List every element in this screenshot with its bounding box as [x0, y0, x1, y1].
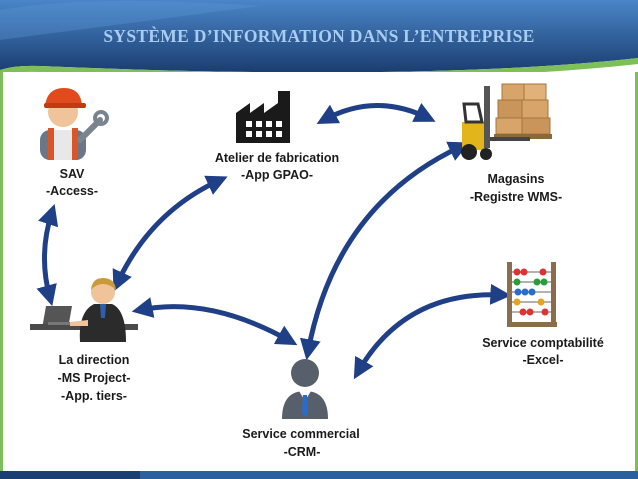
commercial-app: -CRM- [283, 445, 321, 459]
arrow-magasins-commercial [299, 141, 470, 361]
abacus-icon [507, 262, 557, 327]
magasins-label: Magasins [487, 172, 545, 186]
arrow-comptabilite-commercial [353, 283, 512, 380]
arrow-sav-direction [36, 204, 59, 307]
header-banner: SYSTÈME D’INFORMATION DANS L’ENTREPRISE [0, 0, 638, 72]
business-person-icon [282, 359, 328, 419]
magasins-app: -Registre WMS- [469, 190, 563, 204]
footer-bar [0, 471, 638, 479]
right-border [635, 72, 638, 479]
arrow-direction-commercial [131, 297, 298, 346]
repair-technician-icon [40, 88, 109, 160]
commercial-label: Service commercial [242, 427, 360, 441]
page-title: SYSTÈME D’INFORMATION DANS L’ENTREPRISE [103, 26, 535, 46]
sav-label: SAV [59, 167, 85, 181]
factory-icon [236, 91, 290, 143]
manager-laptop-icon [30, 278, 138, 342]
atelier-app: -App GPAO- [241, 168, 313, 182]
left-border [0, 72, 3, 479]
sav-app: -Access- [45, 184, 99, 198]
direction-label: La direction [58, 353, 130, 367]
direction-app-1: -MS Project- [57, 371, 131, 385]
header-background [0, 0, 638, 72]
comptabilite-app: -Excel- [522, 353, 564, 367]
direction-app-2: -App. tiers- [61, 389, 127, 403]
arrow-direction-atelier [112, 175, 228, 292]
arrow-atelier-magasins [316, 103, 436, 125]
comptabilite-label: Service comptabilité [482, 336, 604, 350]
forklift-icon [461, 83, 552, 160]
atelier-label: Atelier de fabrication [214, 151, 340, 165]
